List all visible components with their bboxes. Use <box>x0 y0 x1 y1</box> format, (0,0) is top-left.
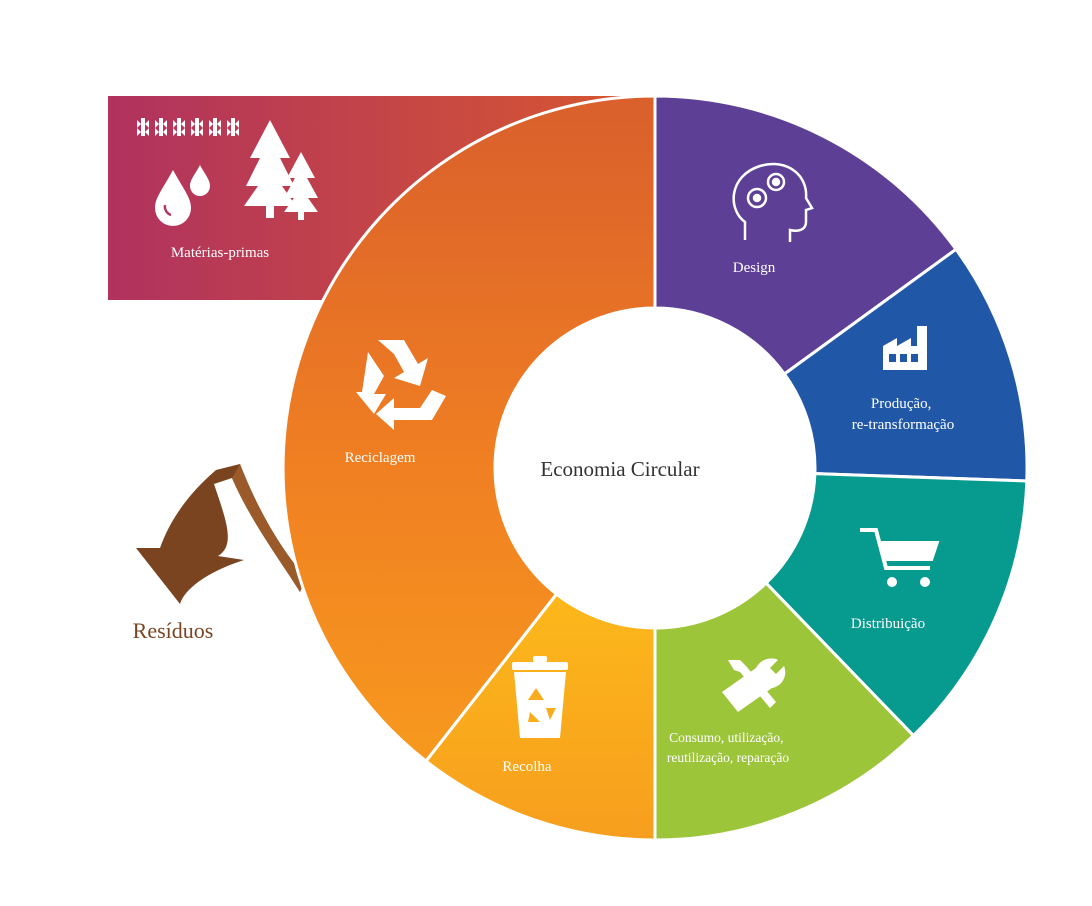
center-circle <box>495 308 815 628</box>
water-drops-icon <box>155 165 210 226</box>
stage-label-recycling: Reciclagem <box>345 450 416 466</box>
segment-recycling <box>281 94 657 764</box>
recycle-icon <box>356 340 446 430</box>
stage-label-distribution: Distribuição <box>851 616 925 632</box>
trees-icon <box>244 120 318 220</box>
stage-label-production: Produção, re-transformação <box>852 396 954 433</box>
wheat-icon <box>137 118 239 136</box>
stage-label-consumption: Consumo, utilização, reutilização, repar… <box>667 730 789 765</box>
head-gears-icon <box>732 163 814 242</box>
factory-icon <box>883 326 927 370</box>
recycle-bin-icon <box>512 656 568 738</box>
shopping-cart-icon <box>860 528 940 587</box>
stage-label-collection: Recolha <box>502 759 551 775</box>
waste-arrow: Resíduos <box>133 464 306 643</box>
raw-materials-label: Matérias-primas <box>171 245 269 261</box>
stage-label-design: Design <box>733 260 776 276</box>
tools-icon <box>722 658 786 712</box>
wheat-stalk-icon <box>137 118 149 136</box>
waste-label: Resíduos <box>133 618 214 643</box>
wheat-stalk-icon <box>173 118 185 136</box>
wheat-stalk-icon <box>191 118 203 136</box>
wheat-stalk-icon <box>227 118 239 136</box>
center-title: Economia Circular <box>540 457 699 481</box>
wheat-stalk-icon <box>209 118 221 136</box>
wheat-stalk-icon <box>155 118 167 136</box>
